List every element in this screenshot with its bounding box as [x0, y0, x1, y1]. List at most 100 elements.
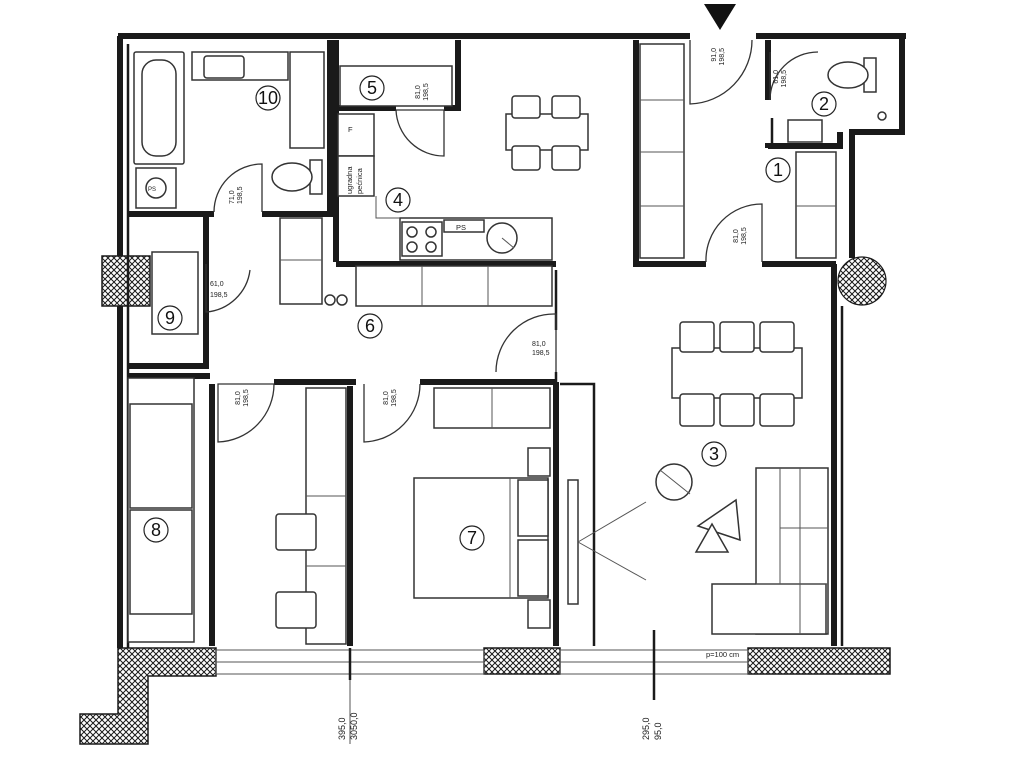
bed8-top [129, 403, 193, 509]
bath10-walls [128, 40, 333, 217]
room-badge-8: 8 [143, 517, 169, 543]
door-dim-width: 71,0 [229, 190, 236, 204]
dining-chair-3 [759, 321, 795, 353]
room-badge-4: 4 [385, 187, 411, 213]
dining-chair-6 [759, 393, 795, 427]
room-number: 1 [773, 160, 783, 180]
door-bedroom7 [363, 383, 421, 443]
small-dining-table [505, 113, 589, 151]
door-dimensions: 91,0 198,5 61,0 198,5 81,0 198,5 81,0 19… [210, 48, 788, 407]
dim-right-2: 95,0 [653, 722, 663, 740]
dining-table [671, 347, 803, 399]
bottom-right-wall-hatch [747, 647, 891, 675]
washer-drum [145, 177, 167, 199]
dining-chair-1 [679, 321, 715, 353]
entry-wardrobe-left [639, 43, 685, 259]
right-column [837, 256, 887, 306]
wc-sink [787, 119, 823, 143]
entry-wardrobe-right [795, 151, 837, 259]
door-bath10 [213, 163, 263, 213]
door-dim-height: 198,5 [210, 292, 228, 299]
bath-shelf [289, 51, 325, 149]
wc2-walls [765, 40, 843, 149]
room-number: 3 [709, 444, 719, 464]
room-badge-5: 5 [359, 75, 385, 101]
room-badge-3: 3 [701, 441, 727, 467]
wc-toilet [827, 61, 869, 89]
door-dim-height: 198,5 [532, 350, 550, 357]
chair-b [551, 95, 581, 119]
windows [215, 630, 749, 700]
coffee-table-tri-2 [694, 522, 730, 553]
room-number: 8 [151, 520, 161, 540]
interior-walls [128, 40, 843, 646]
door-dim-width: 61,0 [210, 281, 224, 288]
door-hall-living [495, 313, 557, 373]
ps-label: PS [456, 223, 466, 232]
fixture-labels: F ugradna pećnica PS PS p=100 cm [148, 125, 739, 659]
dining-chair-4 [679, 393, 715, 427]
hall-pipe-1 [324, 294, 336, 306]
room-badge-6: 6 [357, 313, 383, 339]
door-utility9 [205, 264, 251, 313]
room-number: 7 [467, 528, 477, 548]
pouf [655, 463, 693, 501]
door-wc [769, 51, 819, 101]
kitchen-counter-guide [375, 196, 400, 219]
burner-1 [406, 226, 418, 238]
door-dim-width: 81,0 [235, 391, 242, 405]
nightstand-1 [527, 447, 551, 477]
chair-a [511, 95, 541, 119]
hall-pipe-2 [336, 294, 348, 306]
burner-4 [425, 241, 437, 253]
door-storage5 [395, 109, 445, 157]
door-dim-height: 198,5 [719, 48, 726, 66]
door-dim-width: 81,0 [733, 229, 740, 243]
entrance-arrow-icon [704, 4, 736, 30]
room-number: 2 [819, 94, 829, 114]
door-dim-height: 198,5 [781, 70, 788, 88]
dining-chair-2 [719, 321, 755, 353]
hall-cabinet [279, 217, 323, 305]
ps-small-label: PS [148, 187, 156, 193]
ps-shaft [443, 219, 485, 233]
room-number: 5 [367, 78, 377, 98]
outer-wall-right-upper [849, 36, 905, 258]
bath-toilet [271, 162, 313, 192]
door-dim-width: 81,0 [383, 391, 390, 405]
door-dim-height: 198,5 [423, 83, 430, 101]
room-number: 6 [365, 316, 375, 336]
door-dim-width: 61,0 [773, 70, 780, 84]
builtin-oven [337, 155, 375, 197]
oven-label-line2: pećnica [355, 167, 364, 194]
door-dim-width: 91,0 [711, 48, 718, 62]
room-number: 9 [165, 308, 175, 328]
wc-drain [877, 111, 887, 121]
room-badge-1: 1 [765, 157, 791, 183]
window-note: p=100 cm [706, 650, 739, 659]
burner-2 [425, 226, 437, 238]
fridge-label: F [348, 125, 353, 134]
storage5-shelf [339, 65, 453, 107]
fixtures [127, 43, 887, 645]
dim-left-1: 395,0 [337, 717, 347, 740]
door-dim-height: 198,5 [237, 186, 244, 204]
door-dim-width: 81,0 [532, 341, 546, 348]
entry-left-wall [633, 40, 706, 267]
door-dim-width: 81,0 [415, 85, 422, 99]
bathtub-inner [141, 59, 177, 157]
room-badge-2: 2 [811, 91, 837, 117]
nightstand-2 [527, 599, 551, 629]
door-entry [689, 39, 753, 105]
door-dim-height: 198,5 [741, 227, 748, 245]
fridge [337, 113, 375, 157]
bath-sink [203, 55, 245, 79]
study-chair-2 [275, 591, 317, 629]
pouf-line [659, 469, 691, 495]
hall-bottom-wall [128, 373, 556, 385]
left-column [101, 255, 151, 307]
tv-wall [567, 479, 579, 605]
room-number: 10 [258, 88, 278, 108]
doors [205, 39, 819, 443]
closet-panel [560, 382, 596, 646]
